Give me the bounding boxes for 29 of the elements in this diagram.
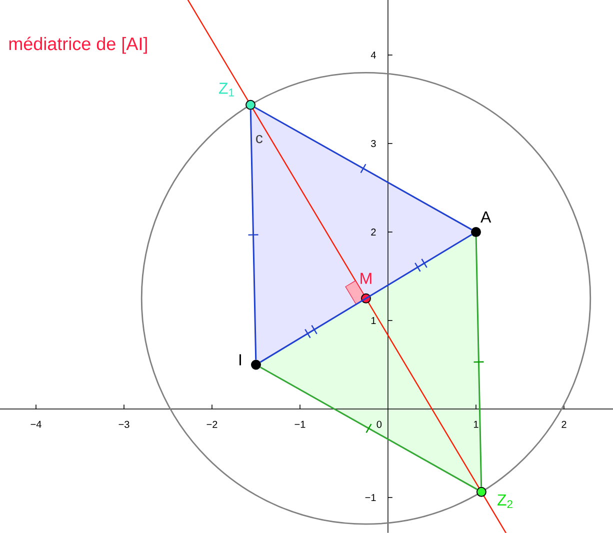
node-label: I <box>239 354 241 366</box>
tick-label: 1 <box>474 420 478 428</box>
tick-label: −3 <box>118 420 130 428</box>
segment <box>260 366 478 490</box>
tick-label: 4 <box>370 52 376 58</box>
segment <box>475 237 482 487</box>
point: Z$_{1}$ <box>219 82 256 110</box>
tick-label: 2 <box>562 420 566 428</box>
tick-label: 0 <box>376 420 382 428</box>
segment <box>250 110 257 360</box>
line-label: médiatrice de [AI] <box>9 36 147 54</box>
tick-label: −2 <box>206 420 218 428</box>
segment <box>254 106 472 230</box>
point: M <box>360 272 372 304</box>
node-label: M <box>360 272 372 284</box>
tick-label: −4 <box>30 420 42 428</box>
tick-label: −1 <box>365 494 376 501</box>
point: Z$_{2}$ <box>476 486 512 508</box>
node-label: Z$_{1}$ <box>219 82 234 96</box>
point: I <box>239 354 261 370</box>
segment-label: c <box>256 135 263 144</box>
tick-label: 3 <box>371 140 376 148</box>
tick-label: −1 <box>294 420 306 428</box>
point: A <box>470 212 492 238</box>
segment <box>260 234 472 363</box>
node-label: A <box>480 212 492 223</box>
tick-label: 1 <box>371 317 376 324</box>
tick-label: 2 <box>371 228 376 236</box>
node-label: Z$_{2}$ <box>497 494 512 508</box>
